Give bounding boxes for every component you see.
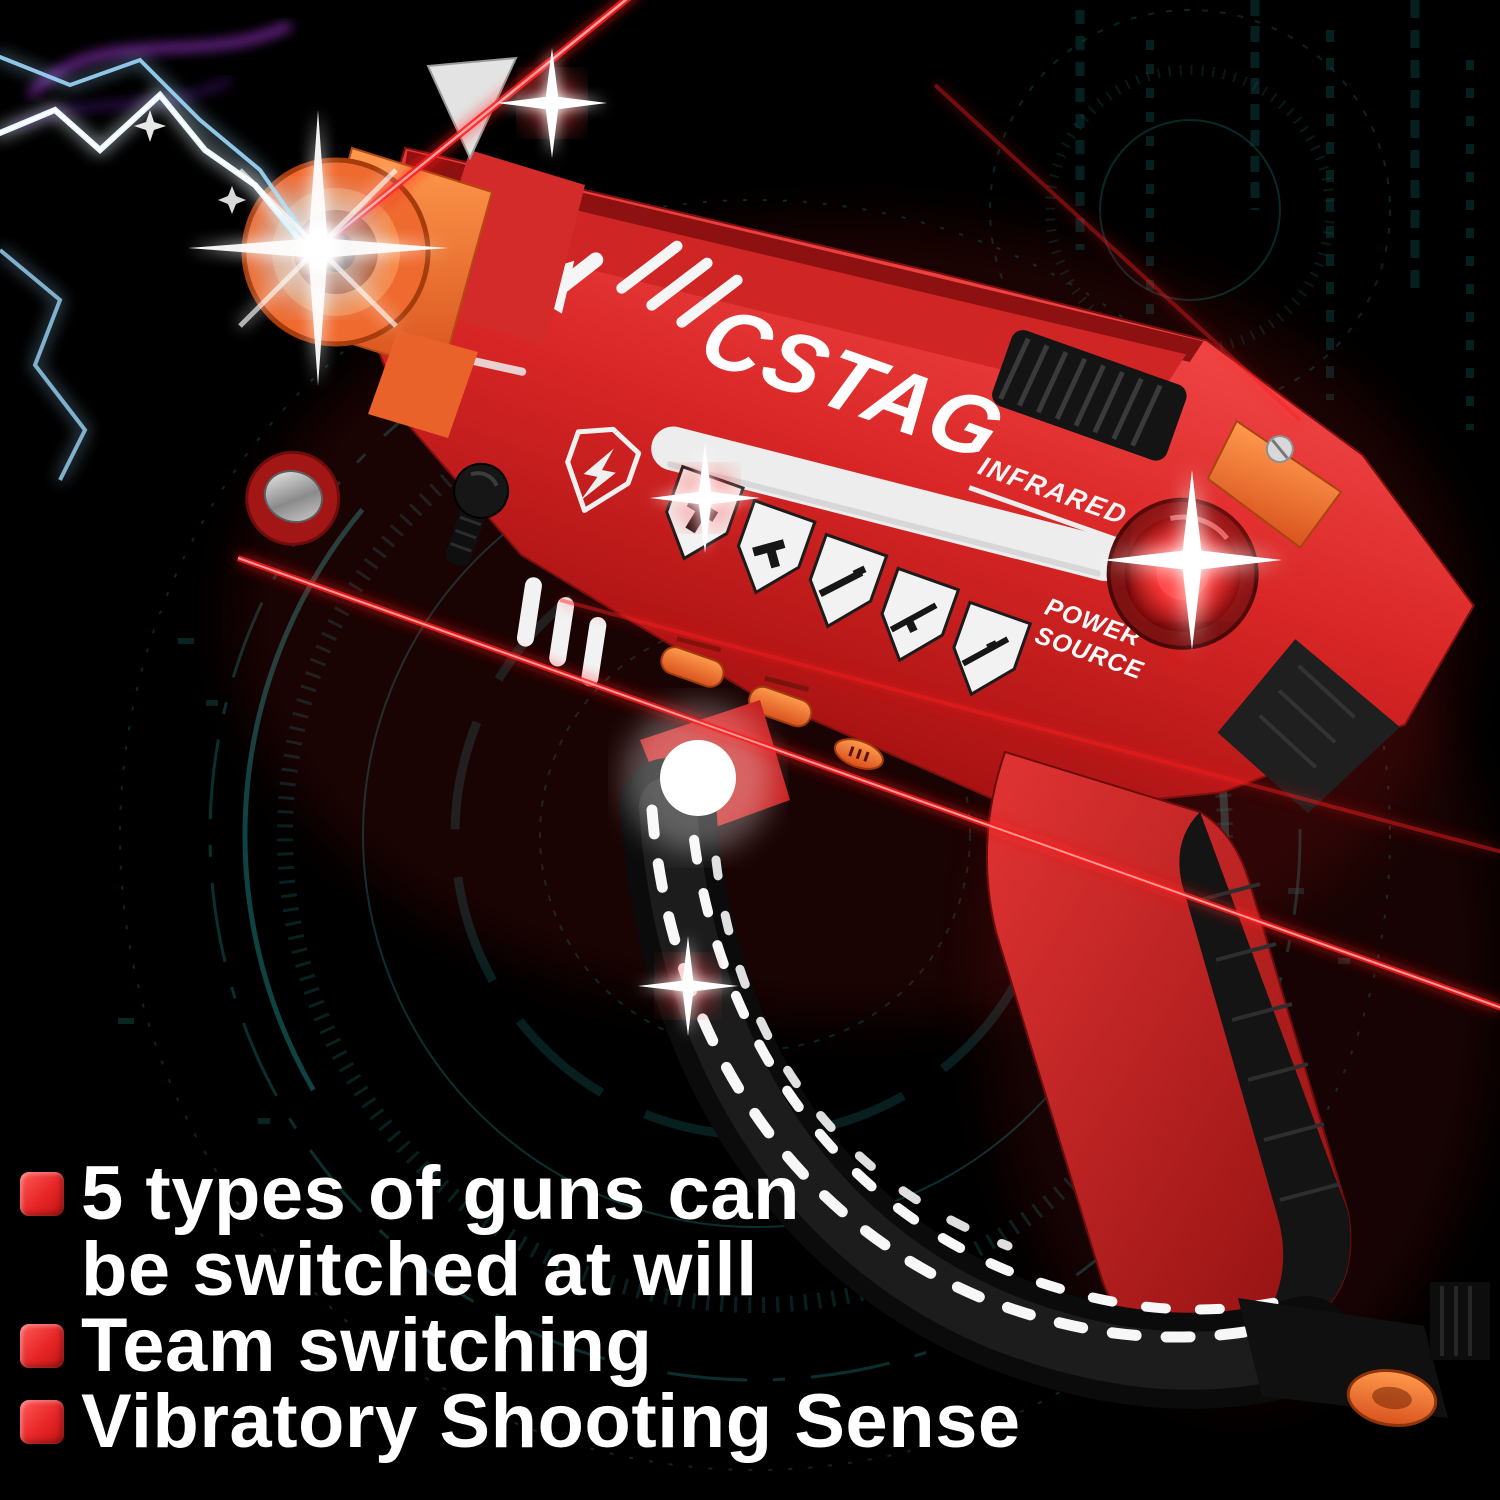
lens-flare-icon <box>497 48 607 158</box>
feature-item: 5 types of guns can <box>20 1156 1021 1232</box>
lens-flare-icon <box>1102 470 1282 650</box>
bullet-square-icon <box>20 1400 64 1444</box>
feature-item-continuation: be switched at will <box>20 1232 1021 1308</box>
white-capsule-shade <box>666 461 1101 577</box>
lens-flare-icon <box>650 443 760 553</box>
rear-dark-chunk <box>1217 639 1400 814</box>
orange-buttons <box>660 636 884 770</box>
laser-beam <box>236 555 1500 1011</box>
gun-top-rail <box>410 171 1187 407</box>
rear-sight-orange <box>1206 419 1343 549</box>
feature-item: Vibratory Shooting Sense <box>20 1384 1021 1460</box>
lens-flare-icon <box>638 936 738 1036</box>
bullet-square-icon <box>20 1324 64 1368</box>
lightning-bolt-badge-icon <box>565 426 642 513</box>
laser-beams <box>236 0 1500 1011</box>
gun-illustration: CSTAG INFRARED RAY <box>245 146 1475 814</box>
white-glow-ball <box>623 703 773 853</box>
white-tally-bars-icon <box>516 577 607 687</box>
weapon-badge-pistol2-icon <box>736 498 817 595</box>
orange-button-1 <box>660 646 725 688</box>
laser-beam <box>933 83 1302 422</box>
feature-list: 5 types of guns can be switched at will … <box>20 1156 1021 1460</box>
orange-button-2 <box>748 685 813 728</box>
toggle-knob <box>445 462 510 566</box>
laser-beam <box>559 598 1500 854</box>
weapon-badge-shotgun-icon <box>808 532 889 629</box>
side-metal-button <box>245 450 341 546</box>
front-sight-fin <box>426 56 518 161</box>
power-arrow-icon <box>1165 638 1187 666</box>
chevron-stripes-mid-icon <box>616 240 743 328</box>
guard-led-dashes-row2 <box>685 795 1293 1315</box>
feature-text: Vibratory Shooting Sense <box>81 1379 1021 1464</box>
guard-led-dashes-row3 <box>711 855 1013 1251</box>
bullet-square-icon <box>20 1172 64 1216</box>
weapon-badge-rifle2-icon <box>952 600 1033 697</box>
grip-bottom-cap <box>1238 1282 1490 1427</box>
feature-item: Team switching <box>20 1308 1021 1384</box>
feature-text: Team switching <box>81 1303 653 1388</box>
weapon-badge-rifle-icon <box>880 566 961 663</box>
slide-serrations <box>992 330 1187 461</box>
gun-top-strip <box>403 150 1204 362</box>
white-capsule-panel <box>651 426 1128 582</box>
feature-text: be switched at will <box>81 1227 758 1312</box>
feature-text: 5 types of guns can <box>81 1151 800 1236</box>
muzzle-flash-icon <box>134 110 448 386</box>
